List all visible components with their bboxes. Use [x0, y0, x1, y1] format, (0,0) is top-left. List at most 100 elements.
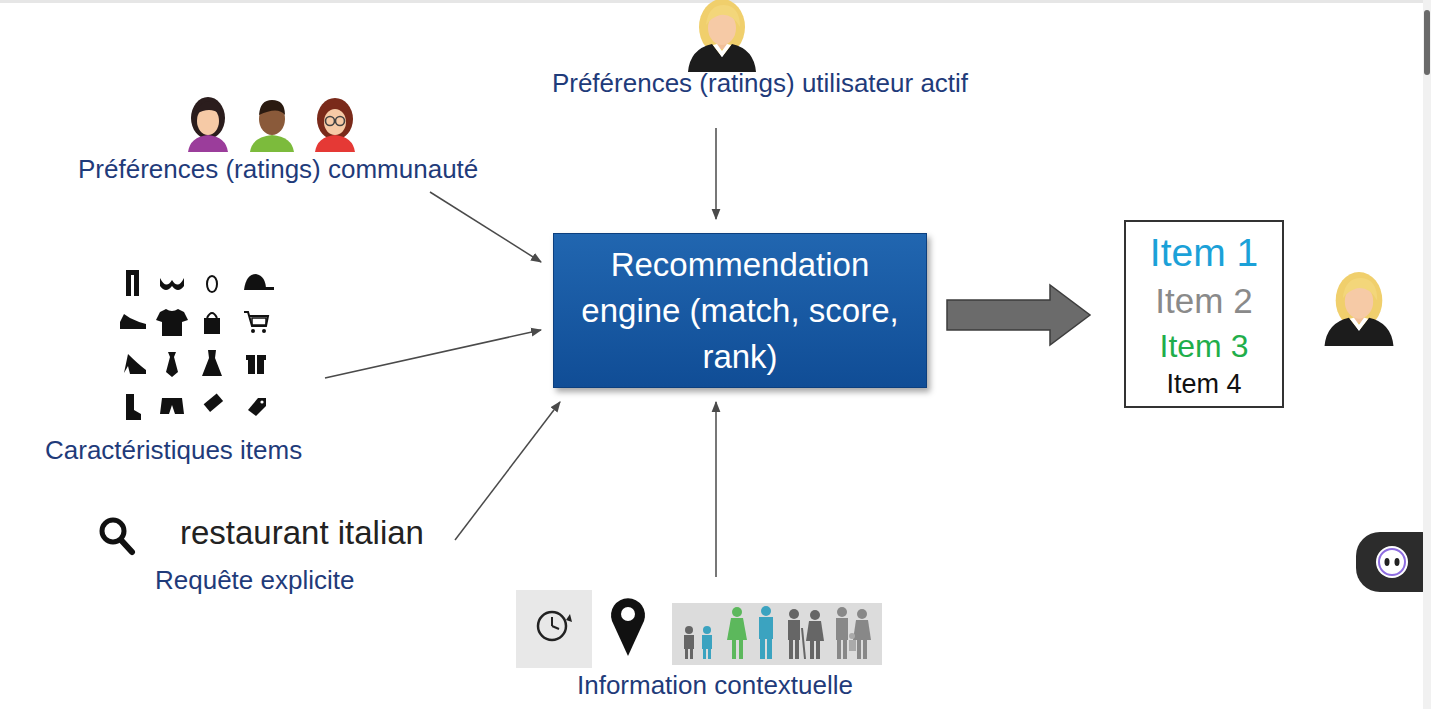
- people-icons: [788, 620, 800, 640]
- people-icons: [857, 609, 867, 619]
- result-item: Item 3: [1160, 327, 1249, 365]
- people-icons: [816, 641, 820, 659]
- people-icons: [810, 610, 820, 620]
- location-pin: [621, 607, 635, 621]
- process-box: Recommendation engine (match, score, ran…: [553, 233, 927, 388]
- community-avatars: [250, 135, 294, 152]
- chat-widget: [1385, 558, 1390, 566]
- people-icons: [672, 603, 882, 665]
- item-icon-grid: [134, 270, 139, 296]
- active-user-avatar: [688, 0, 756, 72]
- people-icons: [690, 649, 693, 659]
- item-icon-grid: [244, 312, 268, 326]
- input-arrow: [455, 402, 560, 540]
- item-icon-grid: [160, 278, 184, 290]
- scrollbar: [1423, 0, 1431, 709]
- connectors: [325, 128, 1090, 577]
- people-icons: [806, 621, 824, 641]
- people-icons: [789, 640, 793, 659]
- item-icon-grid: [204, 318, 220, 334]
- people-icons: [802, 628, 805, 659]
- community-avatars: [317, 98, 353, 140]
- people-icons: [703, 626, 711, 634]
- item-icon-grid: [207, 313, 217, 318]
- community-avatars: [196, 101, 220, 114]
- location-pin: [611, 598, 645, 656]
- community-avatars: [326, 117, 335, 126]
- item-icon-grid: [124, 354, 146, 374]
- result-item: Item 2: [1155, 280, 1252, 322]
- chat-widget: [1395, 558, 1400, 566]
- item-icon-grid: [204, 393, 223, 412]
- time-icon: [516, 590, 592, 668]
- time-icon: [538, 612, 566, 640]
- source-label: Préférences (ratings) utilisateur actif: [552, 68, 968, 99]
- people-icons: [727, 618, 747, 640]
- people-icons: [672, 603, 882, 665]
- chat-widget: [1356, 532, 1431, 592]
- source-label: Préférences (ratings) communauté: [78, 154, 478, 185]
- community-avatars: [259, 100, 285, 115]
- item-icon-grid: [251, 329, 255, 333]
- item-icon-grid: [120, 270, 274, 420]
- item-icon-grid: [248, 398, 266, 416]
- chat-widget: [1376, 546, 1408, 578]
- community-avatars: [315, 135, 355, 152]
- scrollbar: [1424, 10, 1430, 75]
- input-arrow: [715, 128, 717, 219]
- people-icons: [857, 640, 861, 659]
- community-avatars: [336, 117, 345, 126]
- time-icon: [566, 614, 572, 622]
- item-icon-grid: [120, 314, 146, 329]
- result-item: Item 4: [1166, 368, 1241, 400]
- search-icon: [102, 520, 132, 552]
- source-label: Caractéristiques items: [45, 435, 302, 466]
- people-icons: [863, 640, 867, 659]
- people-icons: [739, 640, 743, 659]
- people-icons: [837, 640, 841, 659]
- item-icon-grid: [255, 355, 257, 374]
- input-source: Préférences (ratings) communauté: [70, 92, 510, 192]
- item-icon-grid: [126, 270, 131, 296]
- chat-widget: [1379, 549, 1405, 575]
- active-user-avatar: [688, 0, 756, 72]
- item-icon-grid: [160, 398, 184, 414]
- people-icons: [789, 609, 799, 619]
- people-icons: [853, 620, 871, 640]
- target-user-avatar: [1325, 272, 1394, 346]
- people-icons: [759, 617, 773, 639]
- source-label: Information contextuelle: [577, 670, 853, 701]
- search-icon: [121, 540, 132, 552]
- item-icon-grid: [262, 329, 266, 333]
- time-icon: [552, 626, 559, 629]
- people-icons: [708, 649, 711, 659]
- people-icons: [702, 635, 712, 649]
- people-icons: [685, 649, 688, 659]
- community-avatars: [188, 97, 355, 152]
- people-icons: [836, 618, 848, 640]
- location-pin: [611, 598, 645, 656]
- community-avatars: [191, 97, 225, 139]
- target-user-avatar: [1325, 272, 1394, 346]
- people-icons: [732, 640, 736, 659]
- result-list-box: Item 1Item 2 Item 3Item 4: [1124, 220, 1284, 408]
- time-icon: [516, 590, 592, 668]
- chat-widget: [1356, 532, 1431, 592]
- result-item: Item 1: [1150, 230, 1258, 277]
- time-icon: [551, 617, 553, 626]
- people-icons: [703, 649, 706, 659]
- people-icons: [837, 607, 847, 617]
- input-source: Information contextuelle: [520, 585, 910, 705]
- people-icons: [810, 641, 814, 659]
- input-source: restaurant italianRequête explicite: [90, 508, 455, 602]
- people-icons: [761, 606, 771, 616]
- people-icons: [849, 633, 855, 639]
- people-icons: [732, 607, 742, 617]
- input-arrow: [430, 192, 541, 262]
- people-icons: [767, 639, 772, 659]
- item-icon-grid: [202, 350, 222, 376]
- people-icons: [843, 640, 847, 659]
- item-icon-grid: [166, 352, 178, 377]
- people-icons: [684, 635, 694, 649]
